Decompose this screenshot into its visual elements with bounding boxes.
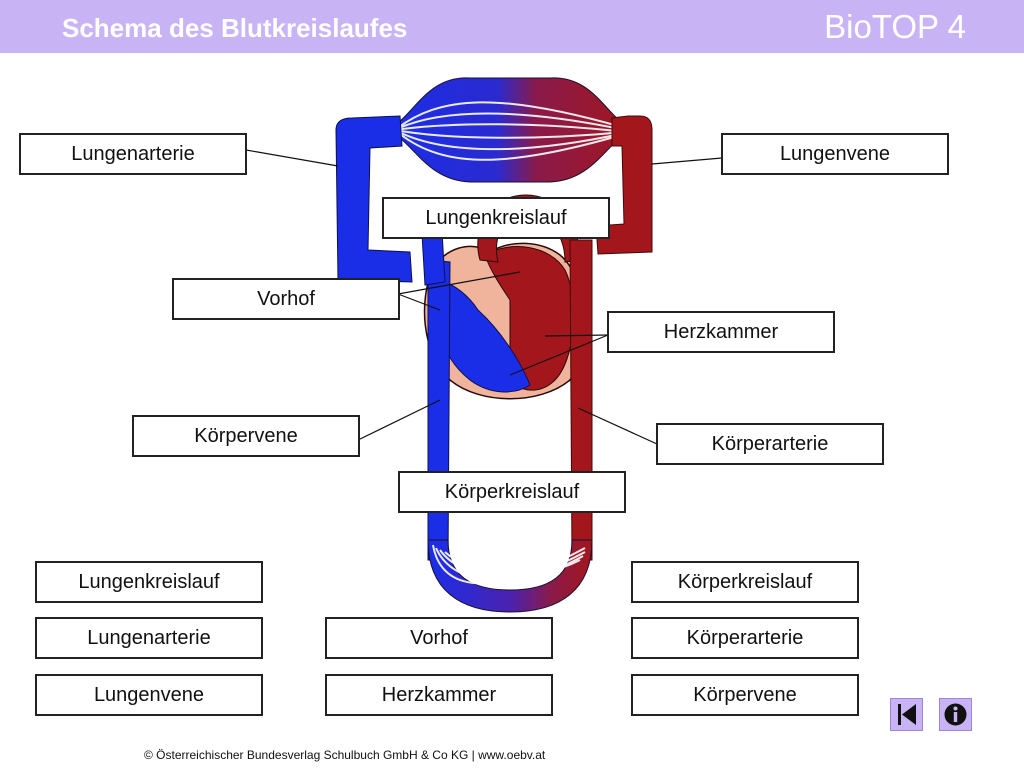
tile-lungenvene[interactable]: Lungenvene: [35, 674, 263, 716]
tile-vorhof[interactable]: Vorhof: [325, 617, 553, 659]
page-title: Schema des Blutkreislaufes: [62, 13, 408, 43]
tile-herzkammer[interactable]: Herzkammer: [325, 674, 553, 716]
label-lungenarterie: Lungenarterie: [19, 133, 247, 175]
info-button[interactable]: [939, 698, 972, 731]
tile-koerpervene[interactable]: Körpervene: [631, 674, 859, 716]
label-vorhof: Vorhof: [172, 278, 400, 320]
tile-koerperkreislauf[interactable]: Körperkreislauf: [631, 561, 859, 603]
brand-logo-text: BioTOP 4: [824, 8, 966, 45]
header-bar: Schema des Blutkreislaufes BioTOP 4: [0, 0, 1024, 53]
label-koerpervene: Körpervene: [132, 415, 360, 457]
first-slide-button[interactable]: [890, 698, 923, 731]
label-koerperarterie: Körperarterie: [656, 423, 884, 465]
leader-lines: [245, 149, 723, 445]
skip-to-start-icon: [898, 704, 916, 725]
info-icon: [944, 703, 967, 726]
label-lungenvene: Lungenvene: [721, 133, 949, 175]
tile-lungenkreislauf[interactable]: Lungenkreislauf: [35, 561, 263, 603]
copyright-footer: © Österreichischer Bundesverlag Schulbuc…: [144, 748, 546, 762]
lung-capillaries: [379, 77, 641, 183]
tile-lungenarterie[interactable]: Lungenarterie: [35, 617, 263, 659]
tile-koerperarterie[interactable]: Körperarterie: [631, 617, 859, 659]
label-koerperkreislauf: Körperkreislauf: [398, 471, 626, 513]
label-lungenkreislauf: Lungenkreislauf: [382, 197, 610, 239]
label-herzkammer: Herzkammer: [607, 311, 835, 353]
body-capillaries: [427, 539, 593, 613]
